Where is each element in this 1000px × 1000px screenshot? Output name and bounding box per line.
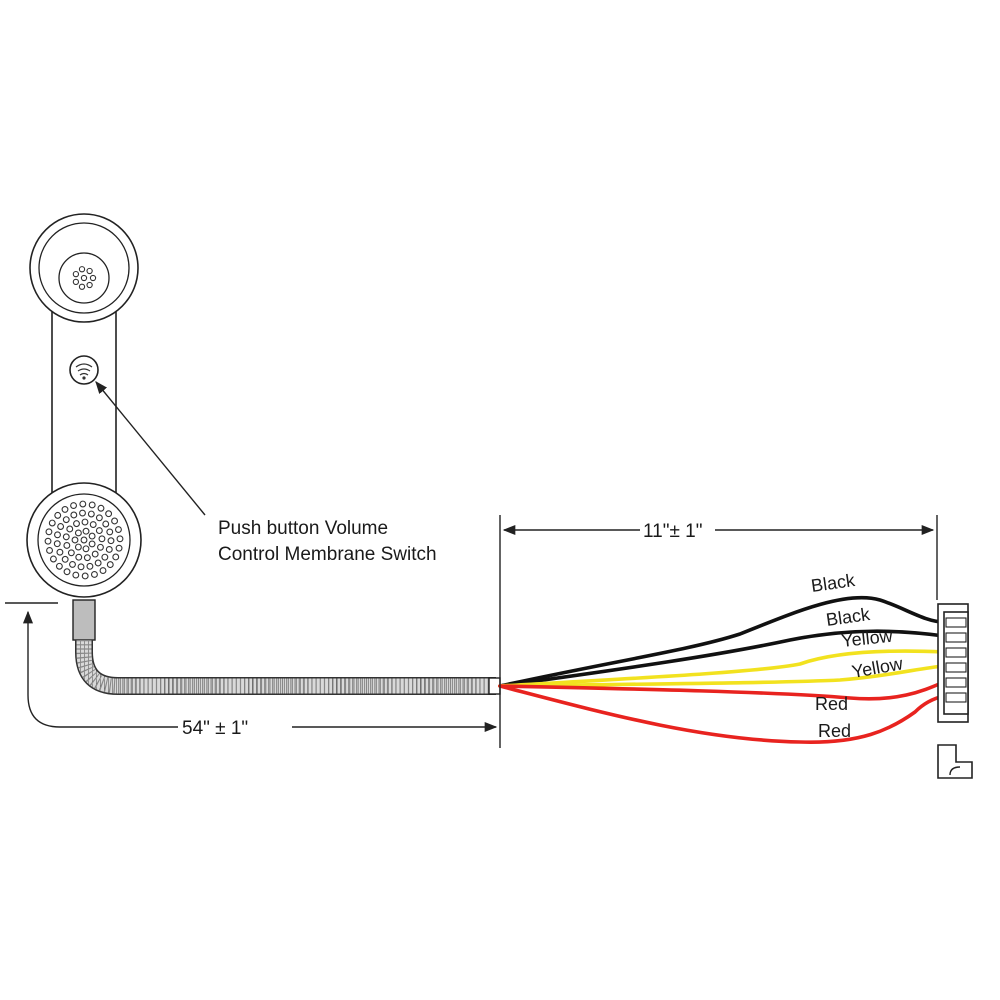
wire-label-red-1: Red — [815, 694, 848, 714]
wire-label-black-1: Black — [810, 570, 857, 596]
callout-leader — [95, 381, 206, 516]
earpiece — [29, 213, 139, 323]
cord-length-dimension: 54" ± 1" — [5, 515, 501, 748]
connector — [937, 603, 973, 779]
wire-label-black-2: Black — [825, 604, 872, 630]
cord-length-label: 54" ± 1" — [182, 718, 248, 739]
cord-grommet — [72, 599, 96, 641]
latch-clip — [937, 744, 973, 779]
wire-length-label: 11"± 1" — [643, 521, 703, 542]
wire-yellow-1 — [498, 649, 946, 688]
wire-red-2 — [498, 684, 946, 744]
wire-black-1 — [498, 595, 946, 688]
handset — [26, 213, 142, 641]
wire-label-yellow-2: Yellow — [850, 653, 905, 682]
wire-black-2 — [498, 629, 946, 688]
wire-length-dimension: 11"± 1" — [502, 515, 938, 600]
wire-red-1 — [498, 680, 946, 701]
wire-yellow-2 — [498, 664, 946, 688]
wire-label-red-2: Red — [818, 721, 851, 741]
callout-line-2: Control Membrane Switch — [218, 544, 437, 565]
wire-label-yellow-1: Yellow — [840, 626, 894, 651]
mouthpiece — [26, 482, 142, 598]
volume-button — [69, 355, 99, 385]
callout-line-1: Push button Volume — [218, 518, 388, 539]
